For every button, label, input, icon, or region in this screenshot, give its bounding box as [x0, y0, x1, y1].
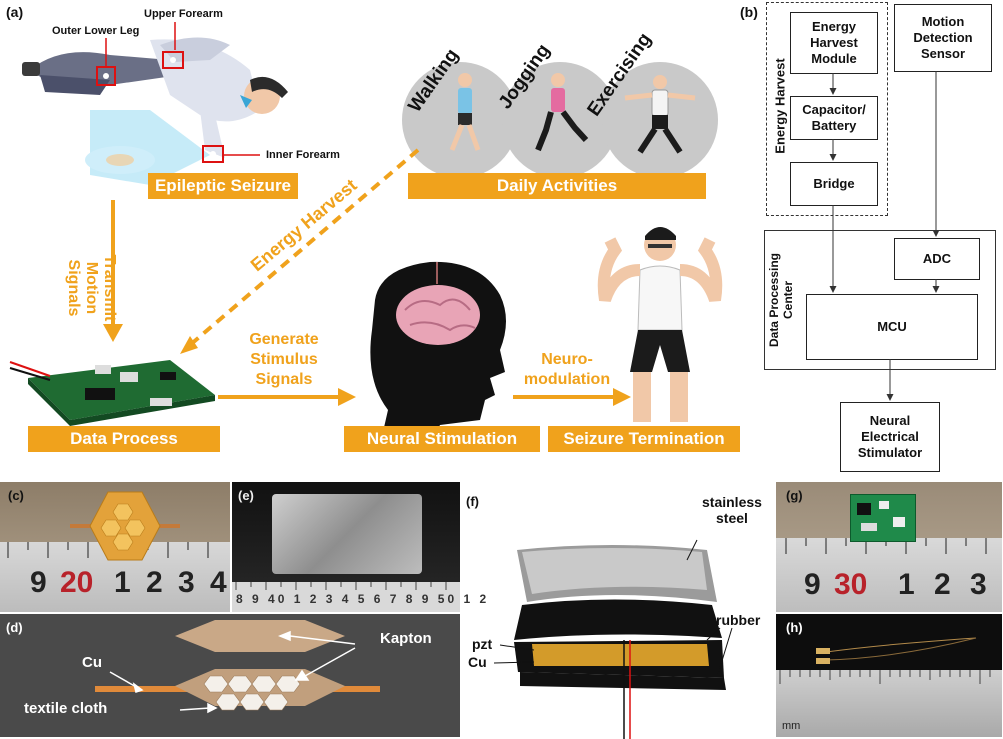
panel-d-diagram: Kapton Cu textile cloth: [0, 614, 460, 737]
ruler-g-2: 2: [934, 568, 951, 601]
upper-forearm-marker: [162, 51, 184, 69]
ruler-c-1: 1: [114, 566, 131, 599]
generate-stimulus-signals-label: Generate Stimulus Signals: [249, 331, 319, 388]
adc-box: ADC: [894, 238, 980, 280]
ruler-c-3: 3: [178, 566, 195, 599]
ruler-c-4: 4: [210, 566, 227, 599]
energy-harvest-group: [766, 2, 888, 216]
data-processing-group-label: Data Processing Center: [767, 252, 795, 348]
head-silhouette: [370, 261, 506, 445]
panel-e-label: (e): [238, 488, 254, 503]
seizure-termination-banner: Seizure Termination: [548, 426, 740, 452]
kapton-label: Kapton: [380, 630, 432, 647]
panel-e-photo: 8 9 40 1 2 3 4 5 6 7 8 9 50 1 2: [232, 482, 486, 612]
transmit-motion-signals-label: Transmit Motion Signals: [65, 254, 118, 322]
panel-a-illustration: [9, 22, 723, 445]
data-processing-group: [764, 230, 996, 370]
exercising-figure: [624, 75, 696, 154]
panel-a-label: (a): [6, 4, 24, 20]
neural-stimulation-banner: Neural Stimulation: [344, 426, 540, 452]
ruler-c-20: 20: [60, 566, 94, 599]
epileptic-seizure-banner: Epileptic Seizure: [148, 173, 298, 199]
inner-forearm-marker: [202, 145, 224, 163]
ruler-g-3: 3: [970, 568, 987, 601]
panel-b-label: (b): [740, 4, 758, 20]
neuromodulation-label: Neuro- modulation: [523, 351, 611, 388]
hexagon-sensor: [70, 491, 180, 561]
panel-h-label: (h): [786, 620, 803, 635]
panel-c-label: (c): [8, 488, 24, 503]
daily-activities-banner: Daily Activities: [408, 173, 706, 199]
panel-d-label: (d): [6, 620, 23, 635]
ruler-c-2: 2: [146, 566, 163, 599]
rubber-label: rubber: [716, 612, 761, 628]
ruler-g-30: 30: [834, 568, 868, 601]
muscular-man: [597, 227, 723, 422]
outer-leg-marker: [96, 66, 116, 86]
panel-h-photo: mm: [776, 614, 1002, 737]
panel-f-label: (f): [466, 494, 479, 509]
textile-cloth-label: textile cloth: [24, 700, 108, 717]
jogging-circle: [502, 62, 618, 178]
panel-c-photo: 9 20 1 2 3 4: [0, 482, 230, 612]
pzt-label: pzt: [472, 636, 493, 652]
mcu-box: MCU: [806, 294, 978, 360]
bridge-box: Bridge: [790, 162, 878, 206]
mm-unit-label: mm: [782, 720, 801, 732]
panel-g-label: (g): [786, 488, 803, 503]
ruler-g-1: 1: [898, 568, 915, 601]
stimulator-pcb: [850, 494, 916, 542]
steel-sheet: [272, 494, 422, 574]
patient-figure: [22, 37, 288, 158]
panel-g-photo: 9 30 1 2 3: [776, 482, 1002, 612]
data-process-banner: Data Process: [28, 426, 220, 452]
upper-forearm-callout: Upper Forearm: [144, 8, 223, 20]
inner-forearm-callout: Inner Forearm: [266, 149, 340, 161]
ruler-e-numbers: 8 9 40 1 2 3 4 5 6 7 8 9 50 1 2: [236, 592, 490, 606]
capacitor-battery-box: Capacitor/Battery: [790, 96, 878, 140]
ruler-c-9: 9: [30, 566, 47, 599]
outer-lower-leg-callout: Outer Lower Leg: [52, 25, 140, 37]
ruler-g-9: 9: [804, 568, 821, 601]
panel-f-stack: [493, 539, 733, 739]
energy-harvest-group-label: Energy Harvest: [772, 58, 788, 154]
circuit-board: [9, 360, 215, 426]
cu-label-f: Cu: [468, 654, 487, 670]
jogging-figure: [535, 73, 589, 152]
cu-label-d: Cu: [82, 654, 102, 671]
walking-figure: [449, 73, 481, 151]
stainless-steel-label: stainless steel: [702, 494, 762, 526]
